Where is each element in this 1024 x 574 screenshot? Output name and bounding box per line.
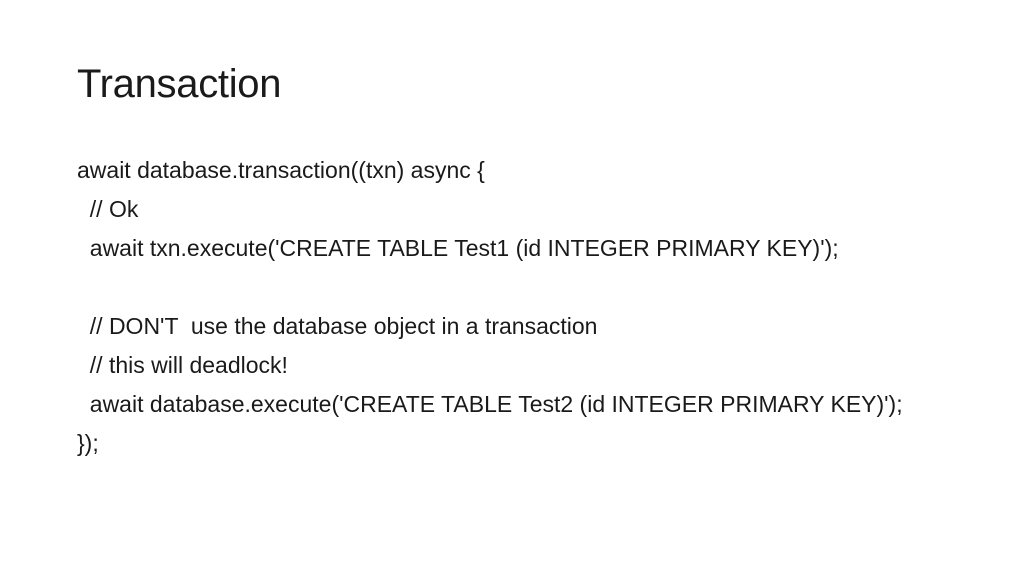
code-line-blank [77,268,957,307]
code-line: await database.execute('CREATE TABLE Tes… [77,391,903,417]
code-line: // this will deadlock! [77,352,288,378]
code-line: // DON'T use the database object in a tr… [77,313,598,339]
code-line: // Ok [77,196,139,222]
slide-title: Transaction [77,62,282,106]
code-line: await database.transaction((txn) async { [77,157,485,183]
code-line: }); [77,430,99,456]
code-block: await database.transaction((txn) async {… [77,151,957,463]
code-line: await txn.execute('CREATE TABLE Test1 (i… [77,235,839,261]
